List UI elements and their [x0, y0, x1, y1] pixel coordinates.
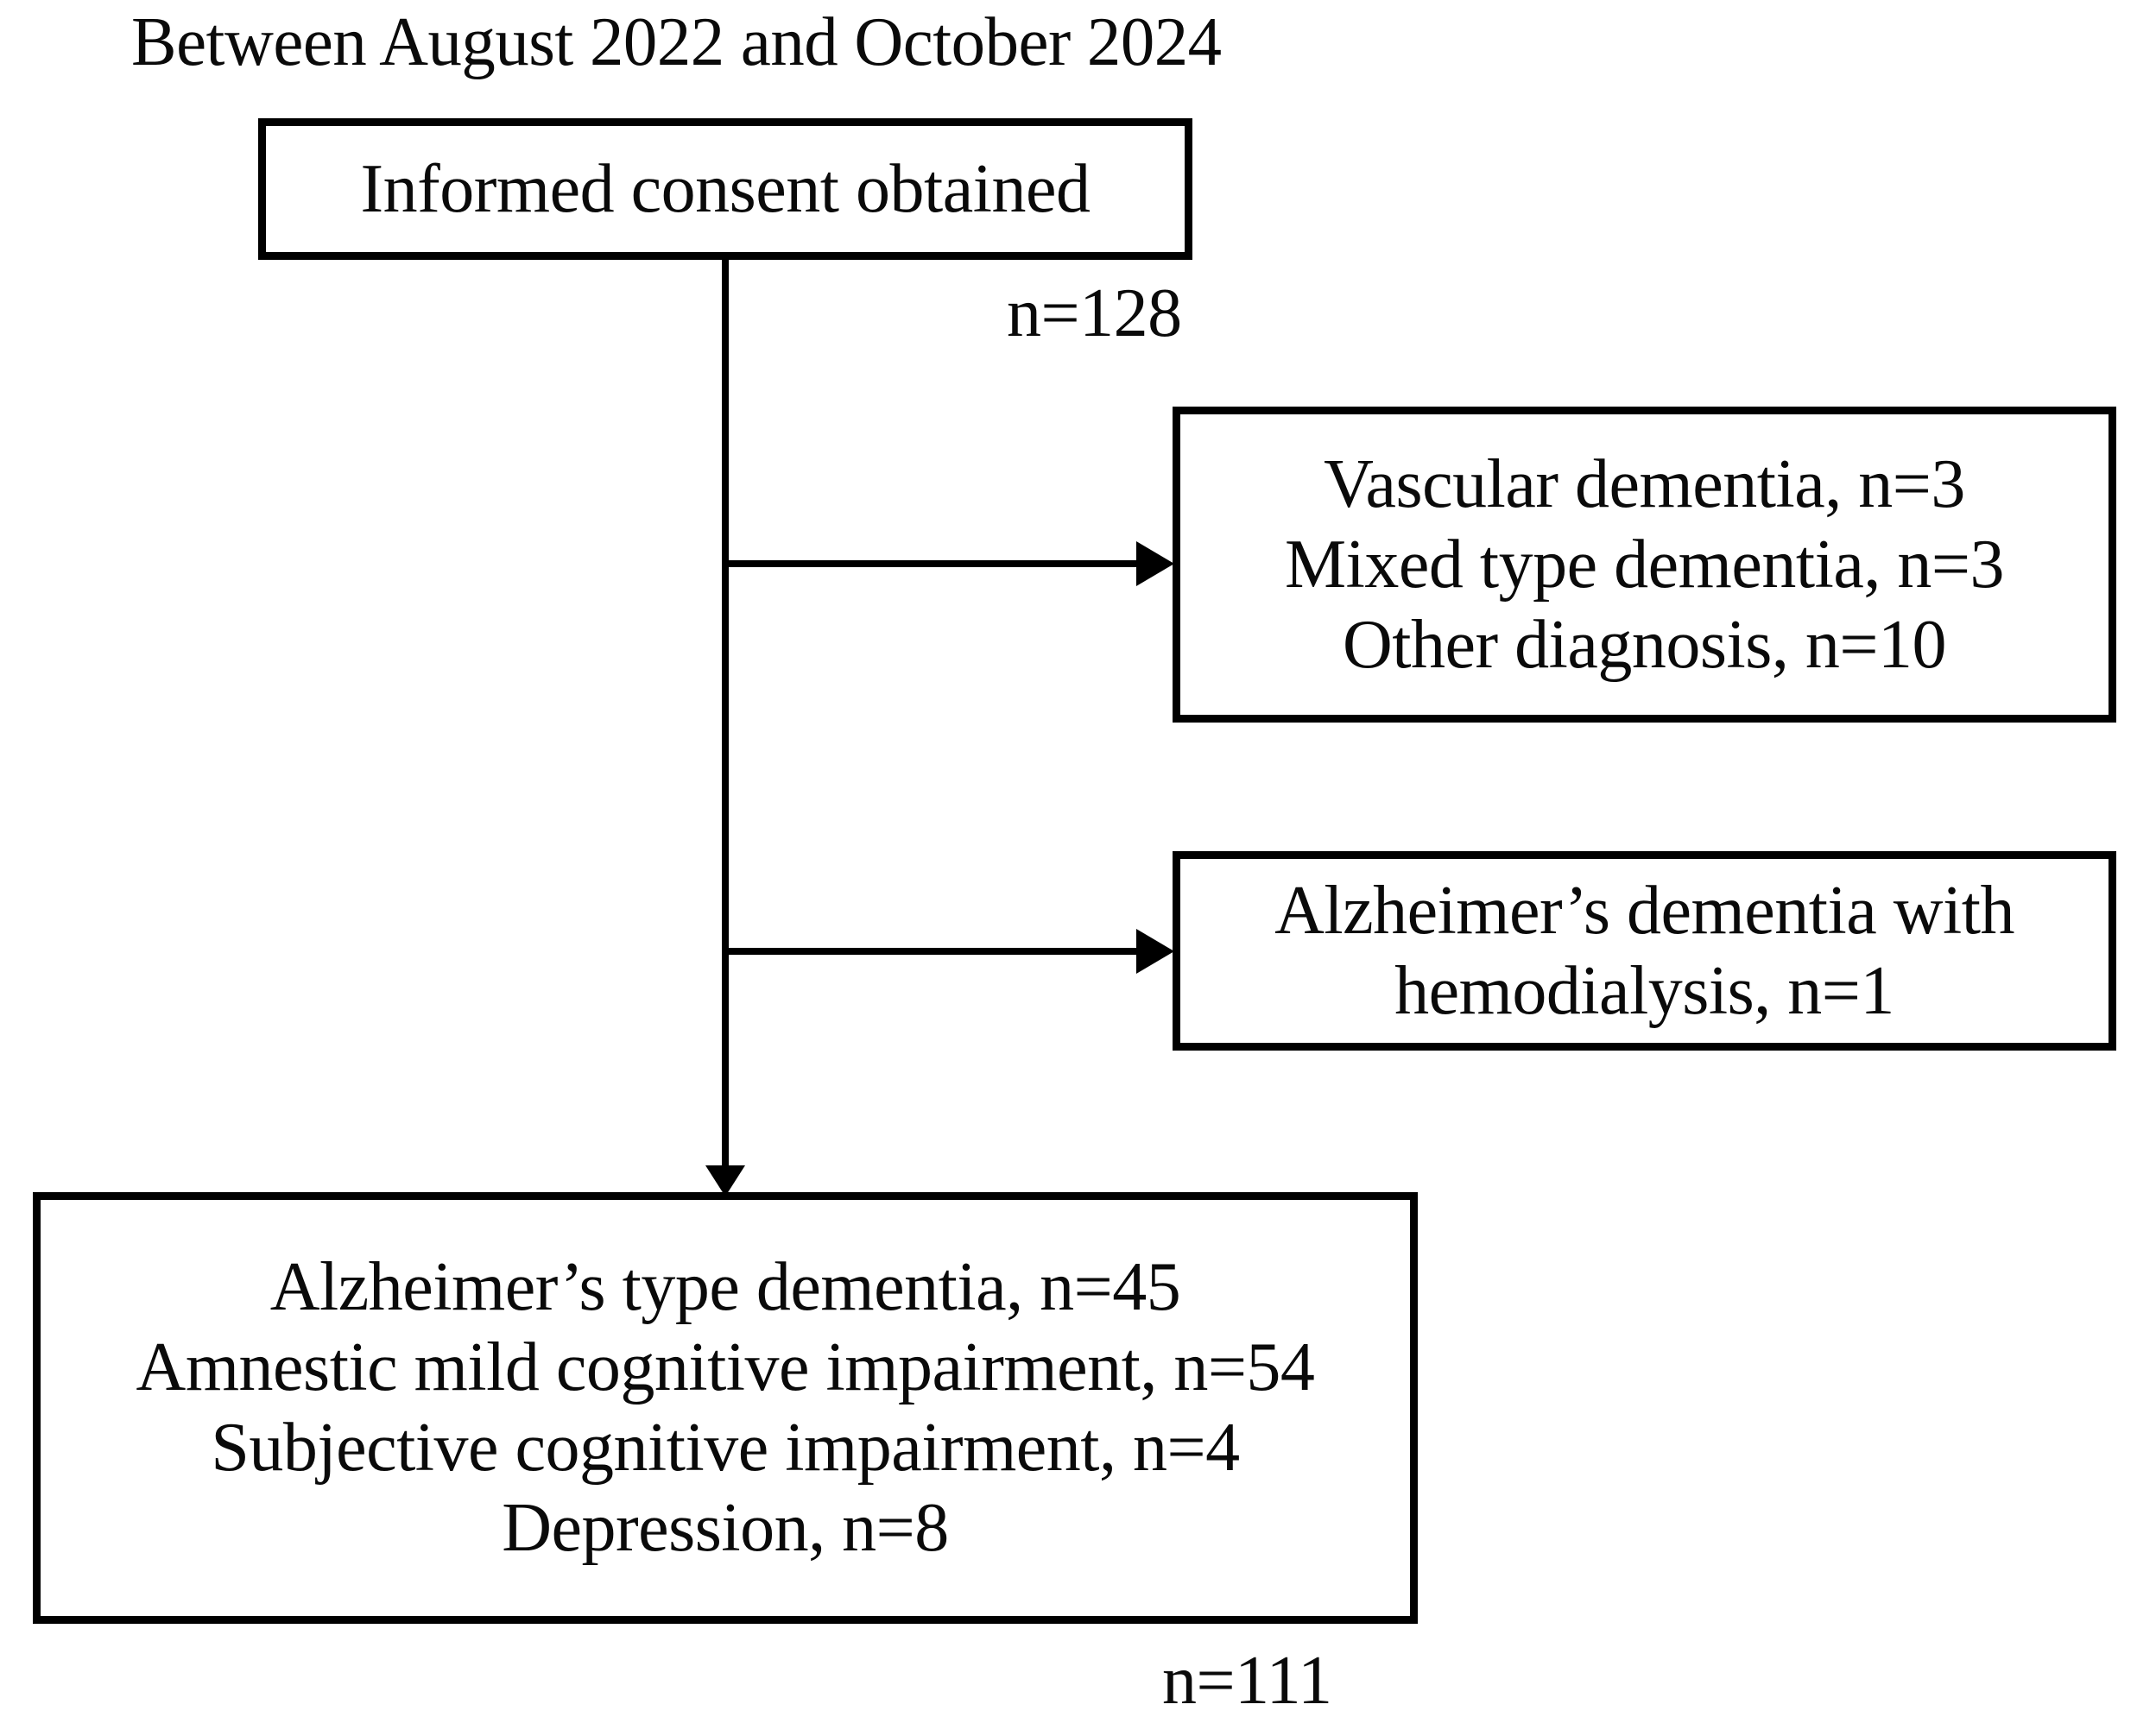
connector-branch-excluded-hemodialysis — [725, 948, 1143, 955]
study-period-caption: Between August 2022 and October 2024 — [131, 4, 1222, 80]
node-included-participants-count: n=111 — [1162, 1643, 1332, 1719]
node-included-participants-label: Alzheimer’s type dementia, n=45 Amnestic… — [136, 1249, 1315, 1566]
connector-main-vertical — [722, 260, 729, 1167]
node-informed-consent-count: n=128 — [1007, 275, 1182, 351]
node-informed-consent: Informed consent obtained — [258, 118, 1192, 260]
node-excluded-diagnoses: Vascular dementia, n=3 Mixed type dement… — [1173, 407, 2116, 723]
node-informed-consent-label: Informed consent obtained — [360, 150, 1091, 227]
arrowhead-right-icon — [1136, 929, 1174, 974]
connector-branch-excluded-diagnoses — [725, 560, 1143, 567]
arrowhead-down-icon — [705, 1165, 745, 1196]
node-excluded-diagnoses-label: Vascular dementia, n=3 Mixed type dement… — [1285, 445, 2004, 683]
node-included-participants: Alzheimer’s type dementia, n=45 Amnestic… — [33, 1192, 1418, 1624]
arrowhead-right-icon — [1136, 541, 1174, 586]
node-excluded-hemodialysis-label: Alzheimer’s dementia with hemodialysis, … — [1274, 872, 2014, 1029]
node-excluded-hemodialysis: Alzheimer’s dementia with hemodialysis, … — [1173, 851, 2116, 1051]
